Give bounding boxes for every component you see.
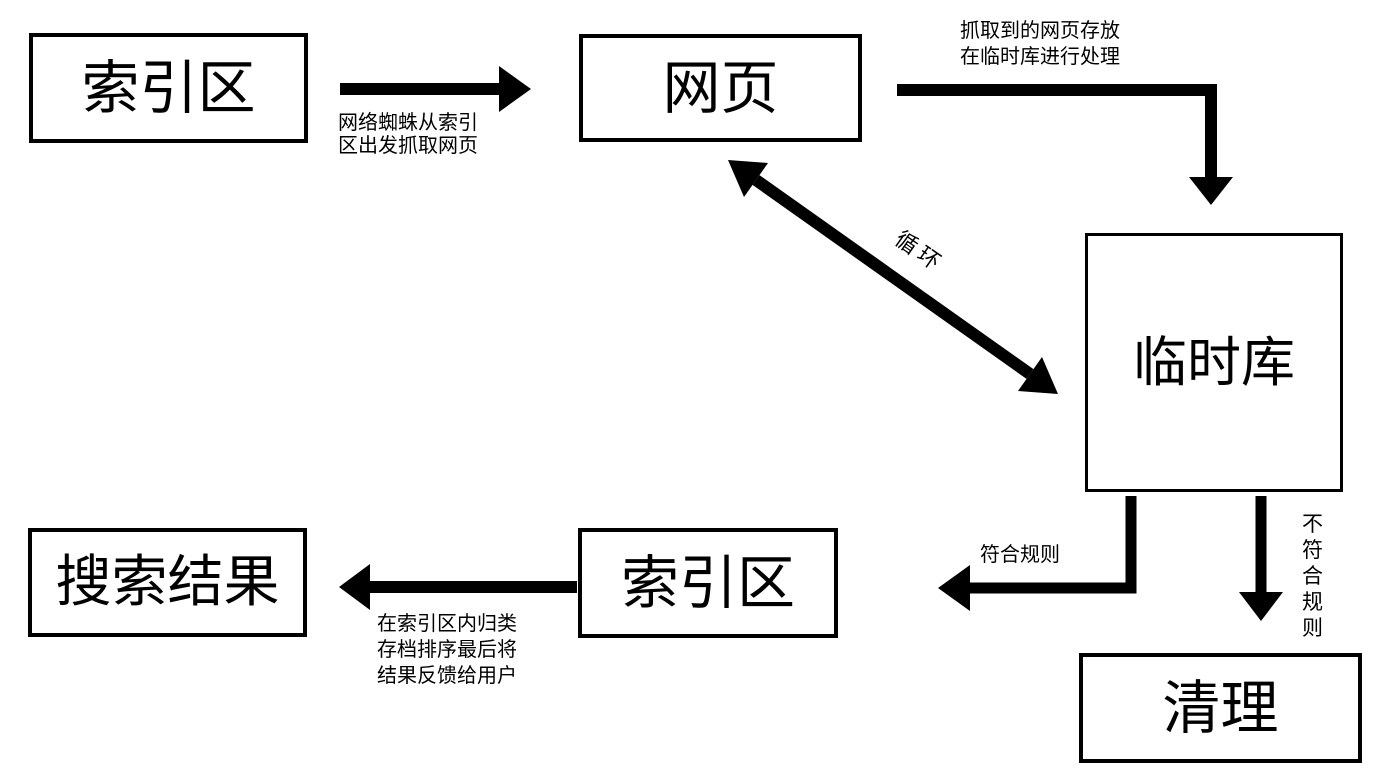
label-line: 区出发抓取网页	[338, 133, 478, 157]
node-webpage: 网页	[579, 34, 862, 142]
label-store-in-temp: 抓取到的网页存放 在临时库进行处理	[960, 17, 1120, 69]
arrow-store-in-temp	[897, 84, 1233, 205]
node-index-area-bottom: 索引区	[578, 528, 838, 638]
arrow-match-rules	[938, 496, 1137, 611]
label-line: 在临时库进行处理	[960, 44, 1120, 68]
label-feedback-to-user: 在索引区内归类 存档排序最后将 结果反馈给用户	[377, 610, 517, 688]
node-index-area-top: 索引区	[29, 33, 308, 143]
node-cleanup: 清理	[1079, 653, 1362, 763]
label-line: 抓取到的网页存放	[960, 18, 1120, 42]
label-char: 不	[1302, 512, 1323, 536]
label-match-rules: 符合规则	[980, 542, 1060, 566]
arrow-spider-crawl	[340, 66, 531, 112]
arrow-not-match-rules	[1239, 496, 1283, 621]
arrow-loop-bidirectional	[728, 160, 1058, 394]
label-line: 网络蜘蛛从索引	[338, 110, 478, 134]
label-char: 规	[1302, 590, 1323, 614]
node-temp-store: 临时库	[1085, 233, 1343, 492]
label-char: 则	[1302, 616, 1323, 640]
label-char: 符	[1302, 538, 1323, 562]
label-spider-crawl: 网络蜘蛛从索引 区出发抓取网页	[338, 111, 478, 157]
label-line: 存档排序最后将	[377, 637, 517, 661]
label-char: 合	[1302, 564, 1323, 588]
label-line: 在索引区内归类	[377, 611, 517, 635]
arrow-feedback-to-user	[339, 564, 577, 610]
node-search-results: 搜索结果	[28, 528, 307, 637]
label-not-match-rules: 不 符 合 规 则	[1302, 511, 1323, 641]
label-line: 结果反馈给用户	[377, 663, 517, 687]
